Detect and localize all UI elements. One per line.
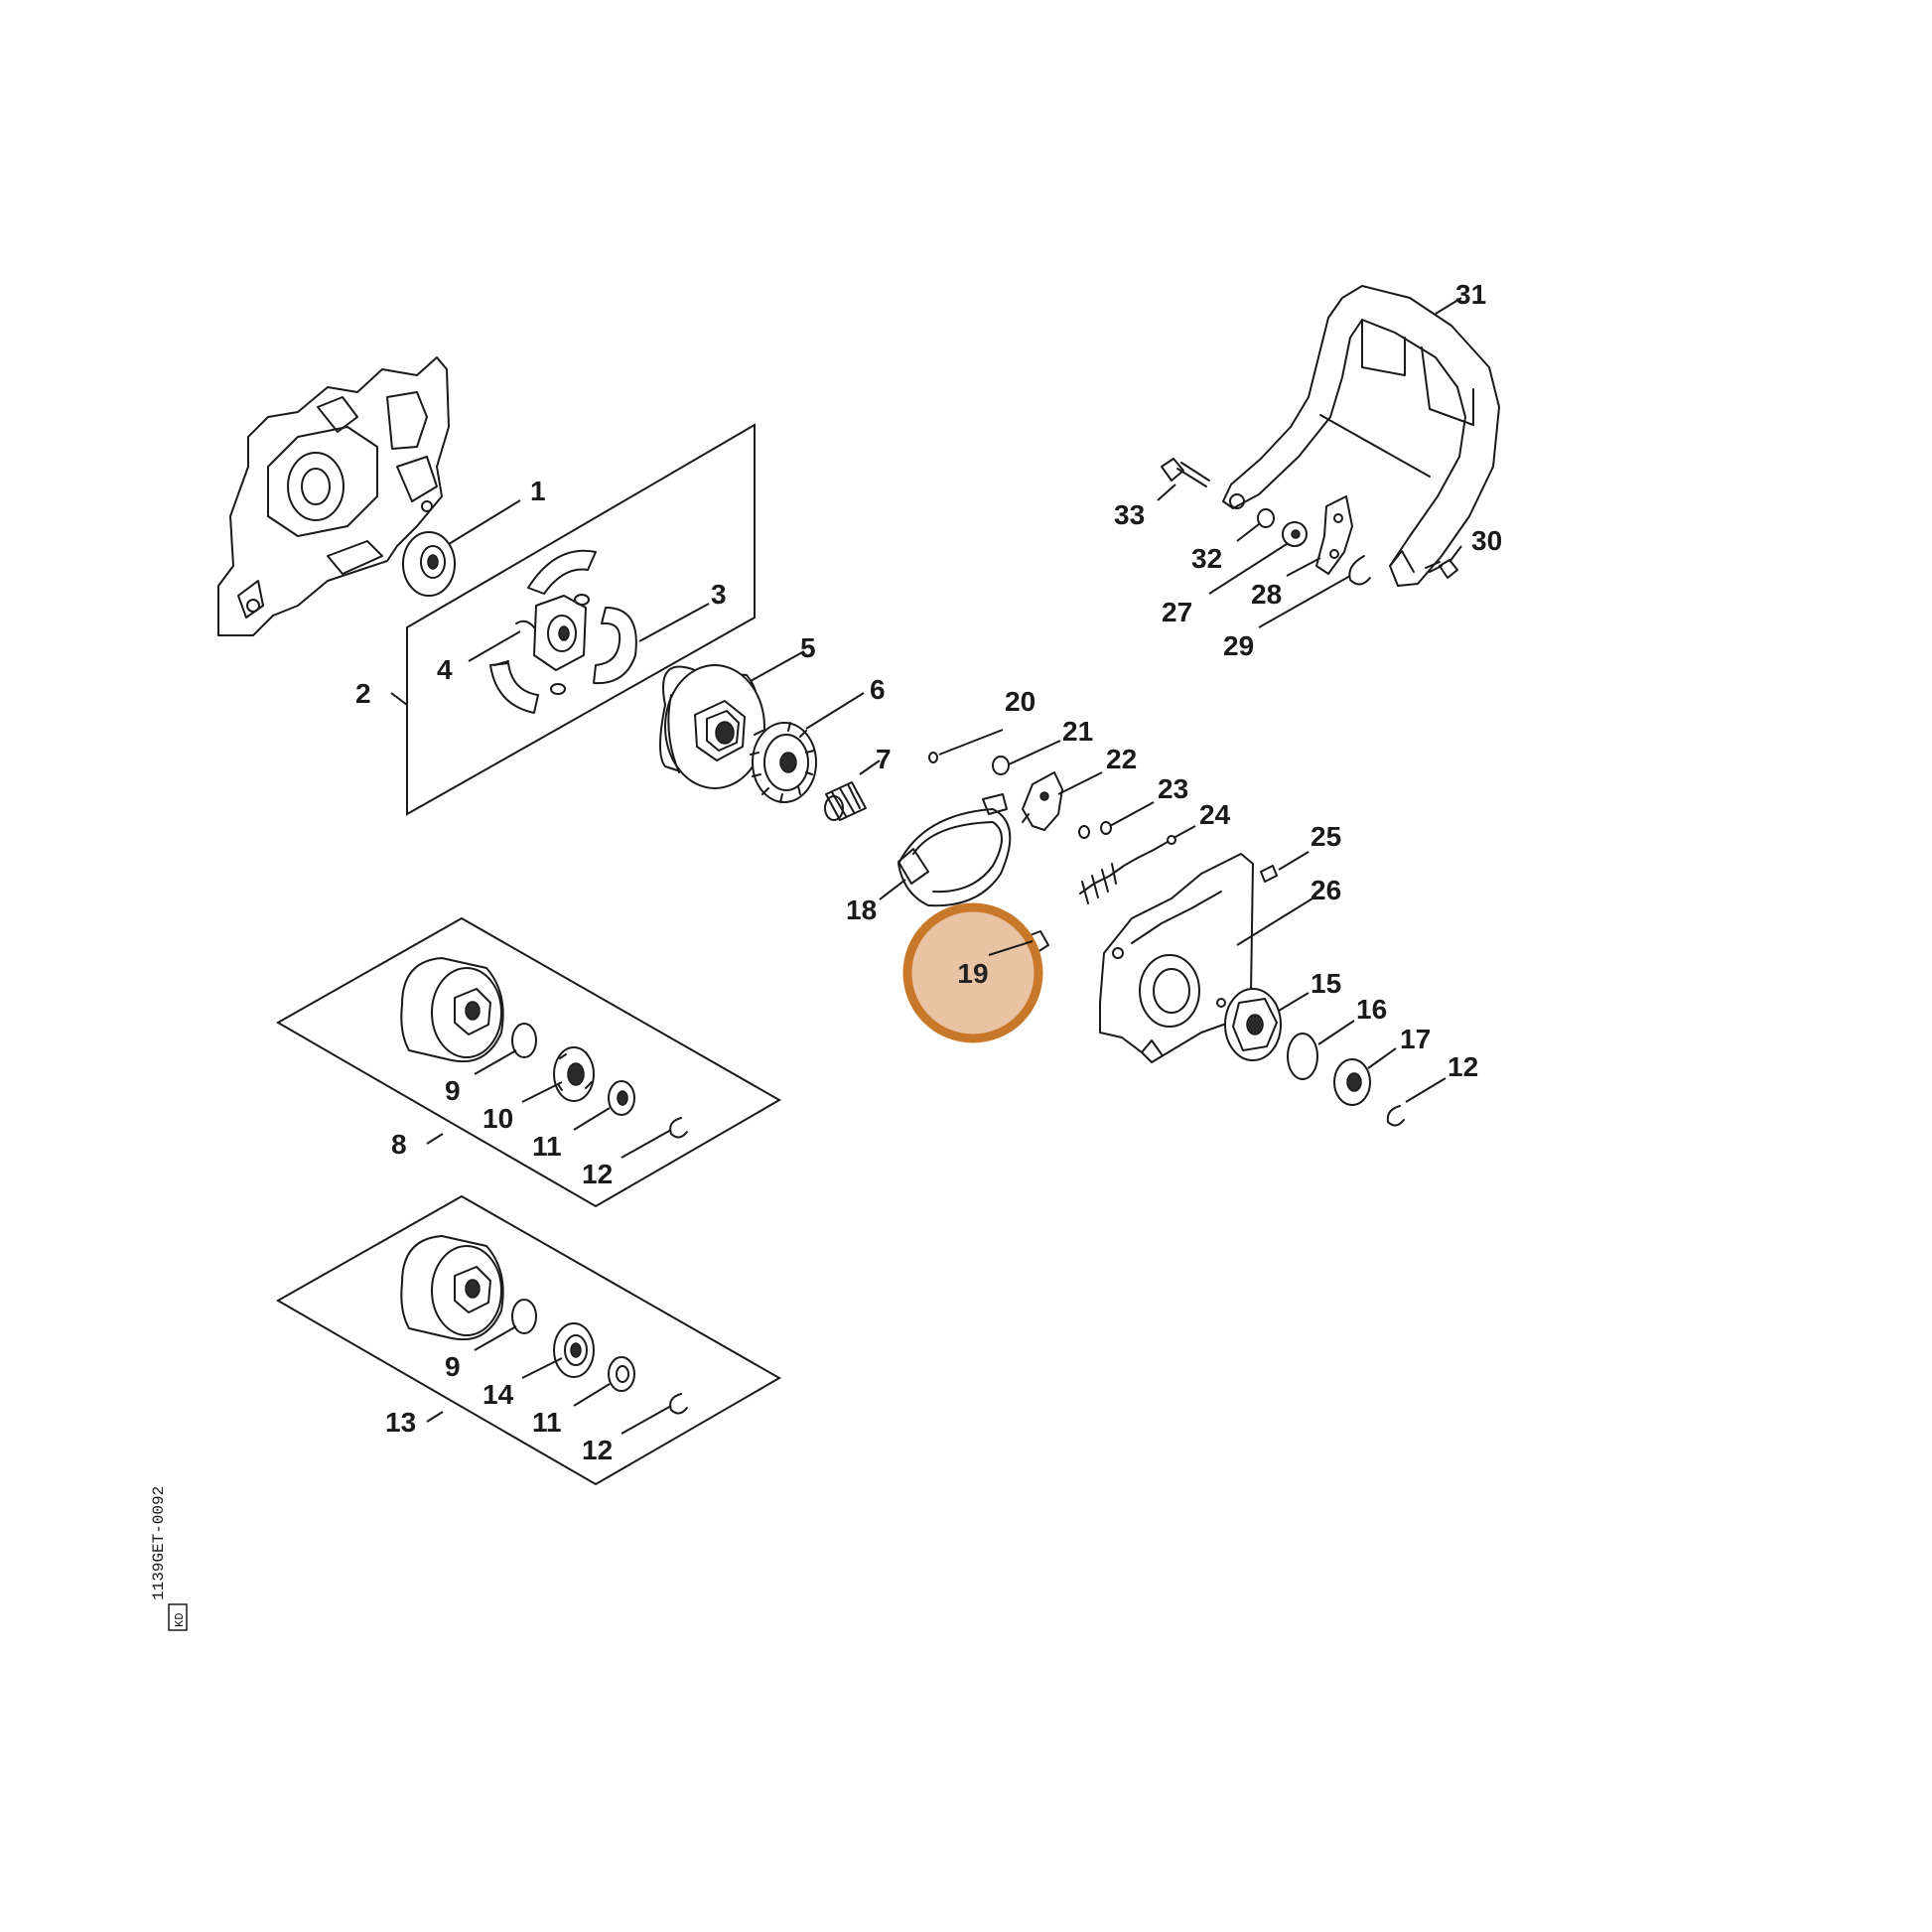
part-18-brake-band bbox=[897, 793, 1012, 907]
callout-9b: 9 bbox=[445, 1351, 461, 1382]
part-29-clip bbox=[1348, 555, 1371, 586]
callout-17: 17 bbox=[1400, 1024, 1431, 1054]
callout-4: 4 bbox=[437, 654, 453, 685]
part-17-washer bbox=[1333, 1058, 1371, 1106]
callout-11a: 11 bbox=[532, 1131, 562, 1162]
callout-28: 28 bbox=[1251, 579, 1282, 610]
callout-12c: 12 bbox=[1448, 1051, 1478, 1082]
part-12-clip-b bbox=[669, 1393, 688, 1415]
callout-33: 33 bbox=[1114, 499, 1145, 530]
callout-22: 22 bbox=[1106, 744, 1137, 774]
part-27-nut bbox=[1282, 521, 1308, 547]
part-20-pin bbox=[928, 752, 938, 763]
part-11-washer-b bbox=[608, 1356, 635, 1392]
part-23-washers bbox=[1078, 821, 1112, 839]
callout-9a: 9 bbox=[445, 1075, 461, 1106]
part-13-drum bbox=[400, 1235, 504, 1341]
callout-13: 13 bbox=[385, 1407, 416, 1438]
crankcase-housing bbox=[217, 356, 450, 636]
callout-21: 21 bbox=[1062, 716, 1093, 747]
part-25-screw bbox=[1260, 865, 1278, 883]
part-26-cover-plate bbox=[1099, 853, 1254, 1063]
part-12-clip-a bbox=[669, 1117, 688, 1139]
callout-5: 5 bbox=[800, 632, 816, 663]
callout-27: 27 bbox=[1162, 597, 1192, 627]
callout-14: 14 bbox=[483, 1379, 514, 1410]
part-5-clutch-drum bbox=[659, 664, 765, 789]
part-6-rim-sprocket bbox=[750, 722, 817, 803]
callout-labels: 1 2 3 4 5 6 7 8 9 10 11 12 13 9 14 11 12… bbox=[355, 279, 1502, 1465]
callout-19: 19 bbox=[957, 958, 988, 989]
leader-lines bbox=[390, 297, 1462, 1435]
drum-kit-frame-13 bbox=[275, 1194, 782, 1486]
callout-23: 23 bbox=[1158, 773, 1188, 804]
callout-11b: 11 bbox=[532, 1407, 562, 1438]
callout-29: 29 bbox=[1223, 630, 1254, 661]
callout-12b: 12 bbox=[582, 1435, 613, 1465]
part-32-washer bbox=[1257, 508, 1275, 528]
callout-31: 31 bbox=[1455, 279, 1486, 310]
part-21-bushing bbox=[992, 756, 1010, 775]
part-10-rim bbox=[553, 1046, 595, 1102]
reference-badge-box bbox=[168, 1603, 188, 1631]
callout-18: 18 bbox=[846, 895, 877, 925]
part-15-sprocket bbox=[1224, 988, 1282, 1061]
callout-1: 1 bbox=[530, 476, 546, 506]
callout-2: 2 bbox=[355, 678, 371, 709]
part-14-rim bbox=[553, 1322, 595, 1378]
highlighted-callout-19[interactable]: 19 bbox=[902, 902, 1043, 1043]
callout-26: 26 bbox=[1311, 875, 1341, 905]
part-22-lever bbox=[1022, 771, 1063, 831]
part-9-ring-a bbox=[511, 1023, 537, 1058]
callout-15: 15 bbox=[1311, 968, 1341, 999]
callout-30: 30 bbox=[1471, 525, 1502, 556]
reference-code: 1139GET-0092 KD bbox=[150, 1486, 188, 1631]
part-30-screw bbox=[1425, 559, 1458, 579]
callout-6: 6 bbox=[870, 674, 886, 705]
part-31-hand-guard bbox=[1222, 285, 1500, 587]
part-16-ring bbox=[1287, 1033, 1318, 1080]
part-7-needle-cage bbox=[824, 781, 867, 821]
callout-25: 25 bbox=[1311, 821, 1341, 852]
callout-10: 10 bbox=[483, 1103, 513, 1134]
clutch-assembly-frame bbox=[406, 423, 756, 816]
part-11-washer-a bbox=[608, 1080, 635, 1116]
callout-32: 32 bbox=[1191, 543, 1222, 574]
part-12-clip-c bbox=[1386, 1105, 1405, 1127]
part-1-ring bbox=[402, 531, 456, 597]
part-9-ring-b bbox=[511, 1299, 537, 1334]
reference-code-text: 1139GET-0092 bbox=[150, 1486, 168, 1600]
part-28-bracket bbox=[1315, 495, 1353, 575]
clutch-shoes bbox=[489, 549, 637, 714]
callout-8: 8 bbox=[391, 1129, 407, 1160]
callout-20: 20 bbox=[1005, 686, 1035, 717]
drum-kit-frame-8 bbox=[275, 916, 782, 1208]
part-8-drum bbox=[400, 957, 504, 1063]
callout-7: 7 bbox=[876, 744, 892, 774]
part-33-screw bbox=[1161, 458, 1210, 487]
callout-3: 3 bbox=[711, 579, 727, 610]
part-24-spring bbox=[1079, 835, 1176, 904]
reference-badge: KD bbox=[173, 1613, 187, 1627]
callout-24: 24 bbox=[1199, 799, 1231, 830]
callout-12a: 12 bbox=[582, 1159, 613, 1189]
callout-16: 16 bbox=[1356, 994, 1387, 1025]
